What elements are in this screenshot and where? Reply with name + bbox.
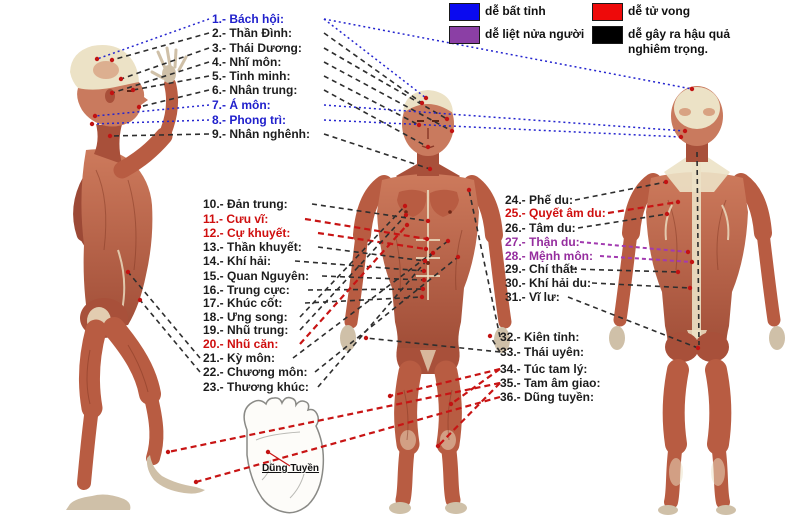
point-label-4: 4.- Nhĩ môn: — [212, 55, 282, 69]
point-label-15: 15.- Quan Nguyên: — [203, 269, 310, 283]
point-label-18: 18.- Ưng song: — [203, 310, 288, 324]
foot-point-label: Dũng Tuyền — [262, 463, 320, 474]
point-label-16: 16.- Trung cực: — [203, 283, 290, 297]
point-label-24: 24.- Phế du: — [505, 193, 574, 207]
point-label-8: 8.- Phong trì: — [212, 113, 286, 127]
point-label-13: 13.- Thần khuyết: — [203, 240, 302, 254]
point-label-33: 33.- Thái uyên: — [500, 345, 585, 359]
point-label-35: 35.- Tam âm giao: — [500, 376, 601, 390]
point-label-27: 27.- Thận du: — [505, 235, 580, 249]
point-label-30: 30.- Khí hải du: — [505, 276, 592, 290]
point-label-11: 11.- Cưu vĩ: — [203, 212, 269, 226]
point-label-7: 7.- Á môn: — [212, 98, 271, 112]
figure-side-view — [66, 45, 205, 510]
legend-swatch-severe — [592, 26, 623, 44]
legend-label-faint: dễ bất tỉnh — [485, 4, 546, 18]
point-label-1: 1.- Bách hội: — [212, 12, 285, 26]
legend-swatch-paralysis — [449, 26, 480, 44]
legend-label-death: dễ tử vong — [628, 4, 691, 18]
connector-lines — [91, 18, 700, 484]
point-label-21: 21.- Kỳ môn: — [203, 351, 276, 365]
foot-sole-diagram — [243, 396, 325, 514]
figure-front-view — [340, 90, 512, 514]
point-label-29: 29.- Chí thất: — [505, 262, 578, 276]
legend-label-severe: dễ gây ra hậu quả nghiêm trọng. — [628, 27, 731, 56]
point-label-14: 14.- Khí hải: — [203, 254, 272, 268]
point-label-17: 17.- Khúc cốt: — [203, 296, 283, 310]
point-label-36: 36.- Dũng tuyền: — [500, 390, 595, 404]
point-label-32: 32.- Kiên tỉnh: — [500, 330, 580, 344]
acupoint-dots — [89, 56, 701, 485]
point-label-22: 22.- Chương môn: — [203, 365, 308, 379]
figure-back-view — [609, 86, 785, 515]
point-label-5: 5.- Tinh minh: — [212, 69, 291, 83]
point-label-10: 10.- Đản trung: — [203, 197, 288, 211]
point-label-26: 26.- Tâm du: — [505, 221, 576, 235]
legend-label-paralysis: dễ liệt nửa người — [485, 27, 585, 41]
legend-swatch-death — [592, 3, 623, 21]
point-label-25: 25.- Quyết âm du: — [505, 206, 606, 220]
point-label-28: 28.- Mệnh môn: — [505, 249, 594, 263]
point-label-23: 23.- Thương khúc: — [203, 380, 309, 394]
point-label-19: 19.- Nhũ trung: — [203, 323, 289, 337]
point-label-31: 31.- Vĩ lư: — [505, 290, 560, 304]
legend-swatch-faint — [449, 3, 480, 21]
point-label-34: 34.- Túc tam lý: — [500, 362, 588, 376]
point-label-12: 12.- Cự khuyết: — [203, 226, 291, 240]
point-label-20: 20.- Nhũ căn: — [203, 337, 279, 351]
point-label-3: 3.- Thái Dương: — [212, 41, 302, 55]
point-label-9: 9.- Nhân nghênh: — [212, 127, 310, 141]
point-label-6: 6.- Nhân trung: — [212, 83, 298, 97]
point-label-2: 2.- Thần Đình: — [212, 26, 292, 40]
